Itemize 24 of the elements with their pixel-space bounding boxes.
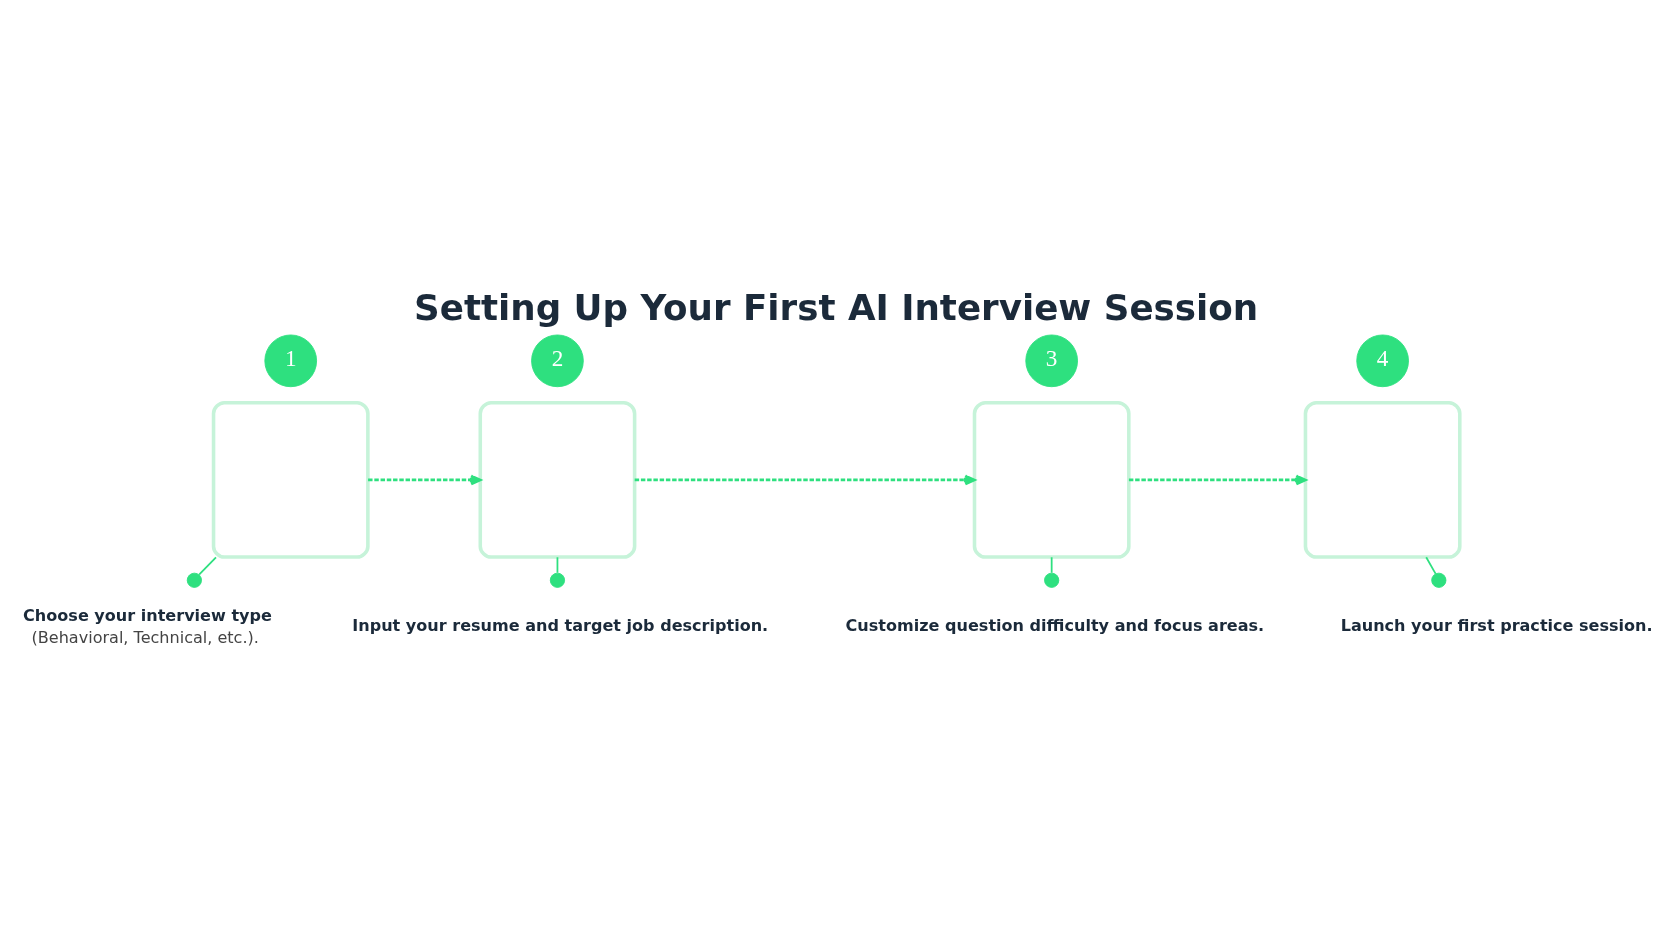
node-circle (549, 572, 566, 588)
node-label: Input your resume and target job description. (352, 615, 769, 635)
node-circle: 2 (531, 334, 584, 387)
connector (1425, 555, 1437, 575)
connector (198, 555, 217, 575)
node-box (972, 400, 1131, 559)
node-circle: 4 (1356, 334, 1409, 387)
node-circle (186, 572, 202, 588)
node-circle: 3 (1025, 334, 1078, 387)
node-circle (1044, 572, 1060, 588)
node-box (1303, 400, 1462, 559)
node-circle: 1 (264, 334, 318, 387)
node-circle (1431, 572, 1447, 588)
node-box (478, 400, 637, 559)
node-label: Launch your first practice session. (1340, 615, 1653, 635)
node-label: Customize question difficulty and focus areas. (845, 615, 1265, 635)
arrow (634, 474, 976, 485)
node-box (211, 400, 370, 559)
node-label: (Behavioral, Technical, etc.). (31, 627, 259, 647)
arrow (1128, 474, 1307, 485)
arrow (368, 474, 482, 485)
node-label: Choose your interview type (23, 605, 272, 625)
connector (1050, 555, 1053, 574)
diagram-title: Setting Up Your First AI Interview Session (414, 286, 1259, 328)
